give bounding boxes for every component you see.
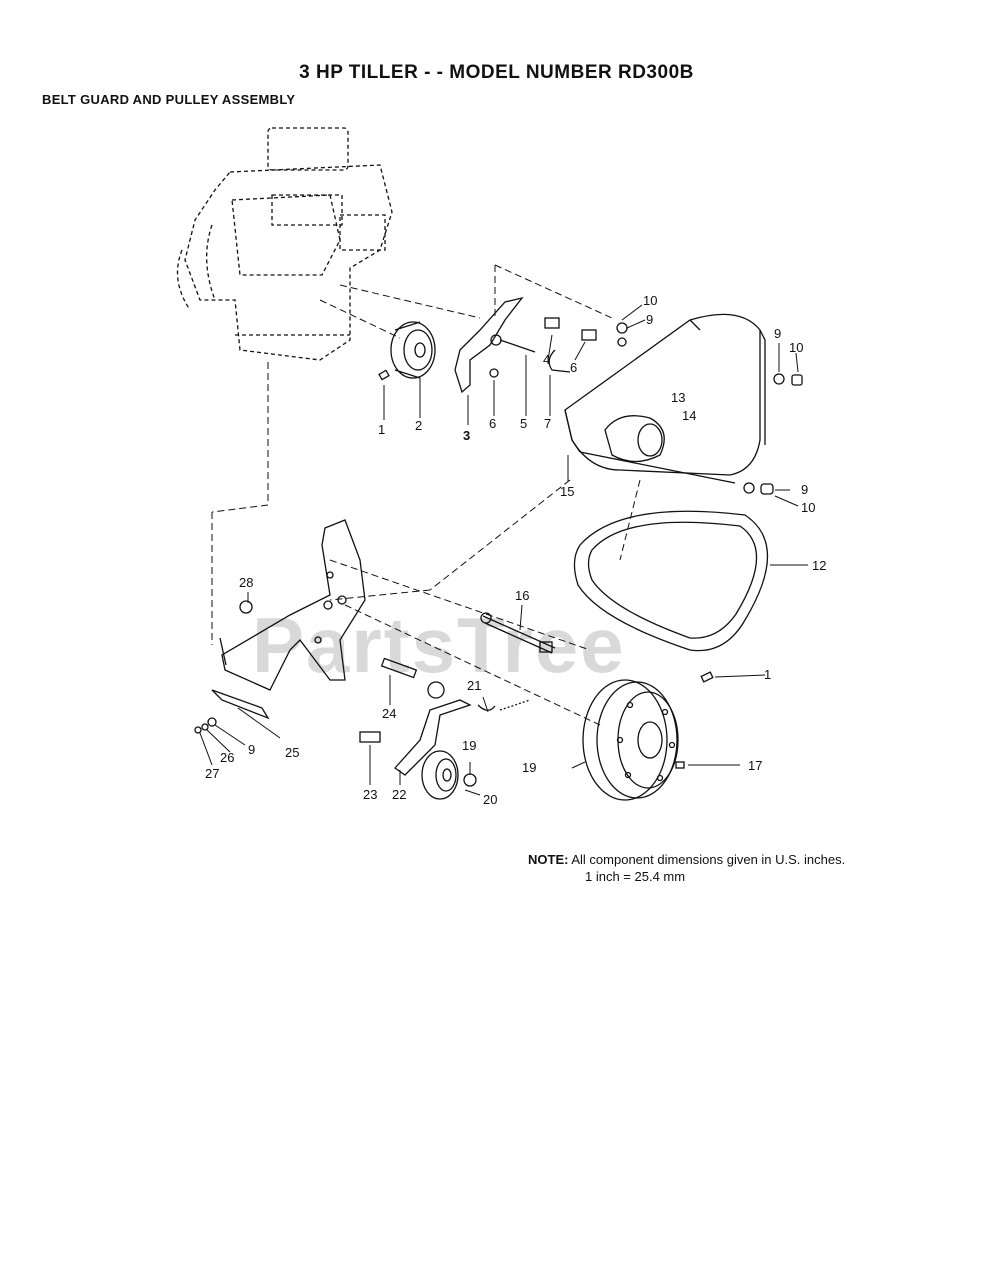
drive-belt — [573, 510, 769, 652]
callout-13: 13 — [671, 390, 685, 405]
key-1-lower — [700, 671, 714, 683]
key-17 — [675, 761, 685, 769]
idler-arm — [359, 681, 531, 776]
note-line1: All component dimensions given in U.S. i… — [571, 852, 846, 867]
callout-26: 26 — [220, 750, 234, 765]
callout-2: 2 — [415, 418, 422, 433]
callout-7: 7 — [544, 416, 551, 431]
callout-28: 28 — [239, 575, 253, 590]
assembly-leader-lines — [211, 264, 641, 726]
callout-9-lower: 9 — [801, 482, 808, 497]
key-part — [378, 369, 390, 381]
watermark-text: PartsTree — [252, 601, 626, 689]
hardware-group-upper — [489, 317, 597, 378]
callout-19-idler: 19 — [462, 738, 476, 753]
section-subtitle: BELT GUARD AND PULLEY ASSEMBLY — [42, 92, 296, 107]
callout-27: 27 — [205, 766, 219, 781]
callout-3: 3 — [463, 428, 470, 443]
engine-pulley — [390, 321, 436, 379]
engine-outline — [176, 127, 393, 361]
callout-12: 12 — [812, 558, 826, 573]
dimension-note: NOTE: All component dimensions given in … — [528, 851, 845, 885]
large-pulley — [582, 679, 679, 801]
note-label: NOTE: — [528, 852, 569, 867]
callout-5: 5 — [520, 416, 527, 431]
callout-22: 22 — [392, 787, 406, 802]
callout-25: 25 — [285, 745, 299, 760]
callout-9-right: 9 — [774, 326, 781, 341]
callout-15: 15 — [560, 484, 574, 499]
note-line2: 1 inch = 25.4 mm — [585, 869, 686, 884]
callout-9-left: 9 — [248, 742, 255, 757]
callout-10-top: 10 — [643, 293, 657, 308]
callout-1: 1 — [378, 422, 385, 437]
callout-1-lower: 1 — [764, 667, 771, 682]
callout-9-top: 9 — [646, 312, 653, 327]
callout-4: 4 — [543, 352, 550, 367]
callout-17: 17 — [748, 758, 762, 773]
callout-14: 14 — [682, 408, 696, 423]
callout-numbers: 1 2 3 6 5 7 4 6 10 9 9 10 13 14 15 9 10 … — [205, 293, 826, 807]
callout-24: 24 — [382, 706, 396, 721]
belt-guard — [564, 313, 766, 484]
page-title: 3 HP TILLER - - MODEL NUMBER RD300B — [299, 62, 694, 83]
nut-28 — [239, 600, 253, 614]
idler-pulley — [421, 750, 477, 800]
callout-10-right: 10 — [789, 340, 803, 355]
belt-guard-bracket — [454, 296, 524, 394]
shaft-16 — [480, 612, 556, 654]
callout-19-pulley: 19 — [522, 760, 536, 775]
support-plate — [211, 519, 366, 720]
callout-20: 20 — [483, 792, 497, 807]
pin-24 — [380, 657, 418, 679]
callout-10-lower: 10 — [801, 500, 815, 515]
fasteners-9-10 — [616, 322, 803, 495]
callout-16: 16 — [515, 588, 529, 603]
callout-6-second: 6 — [570, 360, 577, 375]
callout-6: 6 — [489, 416, 496, 431]
washers-lower-left — [194, 717, 217, 734]
callout-21: 21 — [467, 678, 481, 693]
callout-leaders — [199, 304, 808, 796]
callout-23: 23 — [363, 787, 377, 802]
